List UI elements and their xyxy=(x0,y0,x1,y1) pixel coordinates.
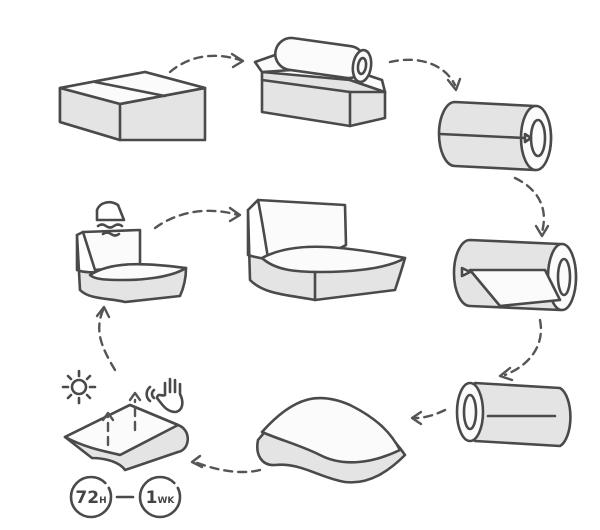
badge-1-week: 1WK xyxy=(138,475,182,519)
badge-1wk-label: 1WK xyxy=(146,488,176,508)
expanding-foam xyxy=(63,391,190,472)
sun-icon xyxy=(61,369,97,405)
flow-arrows xyxy=(95,52,550,474)
unrolled-foam xyxy=(455,381,572,448)
badge-72-label: 72H xyxy=(75,488,106,508)
badge-1wk-value: 1 xyxy=(146,488,158,508)
unfolded-cover xyxy=(256,396,407,484)
roll-unzipping xyxy=(452,238,578,312)
badge-72-hours: 72H xyxy=(69,475,113,519)
iron-icon xyxy=(95,200,126,237)
closed-box xyxy=(58,70,207,142)
chair-with-steam xyxy=(75,228,188,304)
badge-1wk-unit: WK xyxy=(157,496,175,506)
hand-icon xyxy=(145,377,184,414)
badge-72-value: 72 xyxy=(75,488,99,508)
open-box-with-roll xyxy=(253,36,387,128)
badge-72-unit: H xyxy=(99,496,107,506)
foam-roll xyxy=(437,100,553,172)
finished-chair xyxy=(246,198,407,302)
